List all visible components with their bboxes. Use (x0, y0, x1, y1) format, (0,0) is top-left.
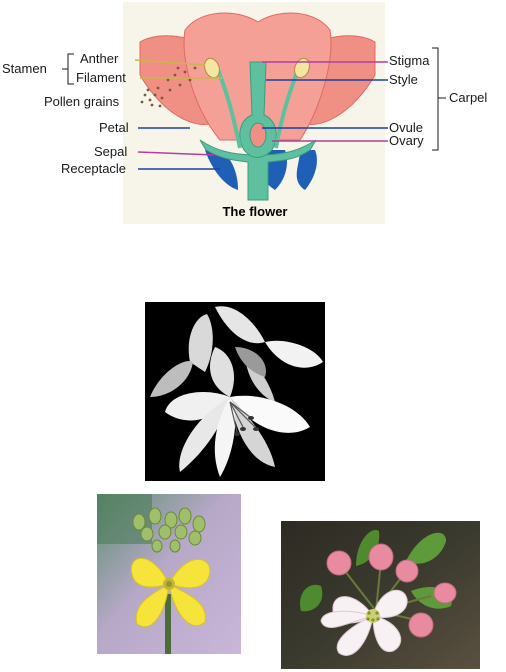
label-ovary: Ovary (389, 133, 424, 148)
label-stamen: Stamen (2, 61, 47, 76)
anther-line (134, 59, 206, 66)
diagram-caption: The flower (222, 204, 288, 219)
sepal-right (296, 150, 317, 190)
label-receptacle: Receptacle (61, 161, 127, 176)
sepal-line (137, 151, 216, 156)
flower-diagram: Stamen Anther Filament Pollen grains Pet… (0, 0, 506, 230)
label-style: Style (389, 72, 418, 87)
label-filament: Filament (76, 70, 126, 85)
white-lily-photo (145, 302, 325, 481)
flower-diagram-art (62, 12, 446, 201)
anther-right (294, 57, 310, 79)
apple-blossom-photo (281, 521, 480, 669)
stamen-bracket (67, 53, 74, 85)
sepal-left (205, 150, 238, 190)
ovule-shape (249, 122, 267, 148)
label-carpel: Carpel (449, 90, 488, 105)
label-anther: Anther (80, 51, 119, 66)
label-stigma: Stigma (389, 53, 430, 68)
yellow-flower-photo (97, 494, 241, 654)
receptacle-shape (199, 139, 317, 201)
pink-apple-blossom-icon (281, 521, 480, 669)
label-ovule: Ovule (389, 120, 423, 135)
label-petal: Petal (99, 120, 129, 135)
yellow-mustard-flower-icon (97, 494, 241, 654)
white-lily-icon (145, 302, 325, 481)
filament-left (216, 69, 242, 149)
label-pollen-grains: Pollen grains (44, 94, 120, 109)
carpel-bracket (432, 47, 439, 151)
label-sepal: Sepal (94, 144, 128, 159)
pollen-grains (140, 66, 197, 108)
carpel-shape (239, 61, 277, 158)
